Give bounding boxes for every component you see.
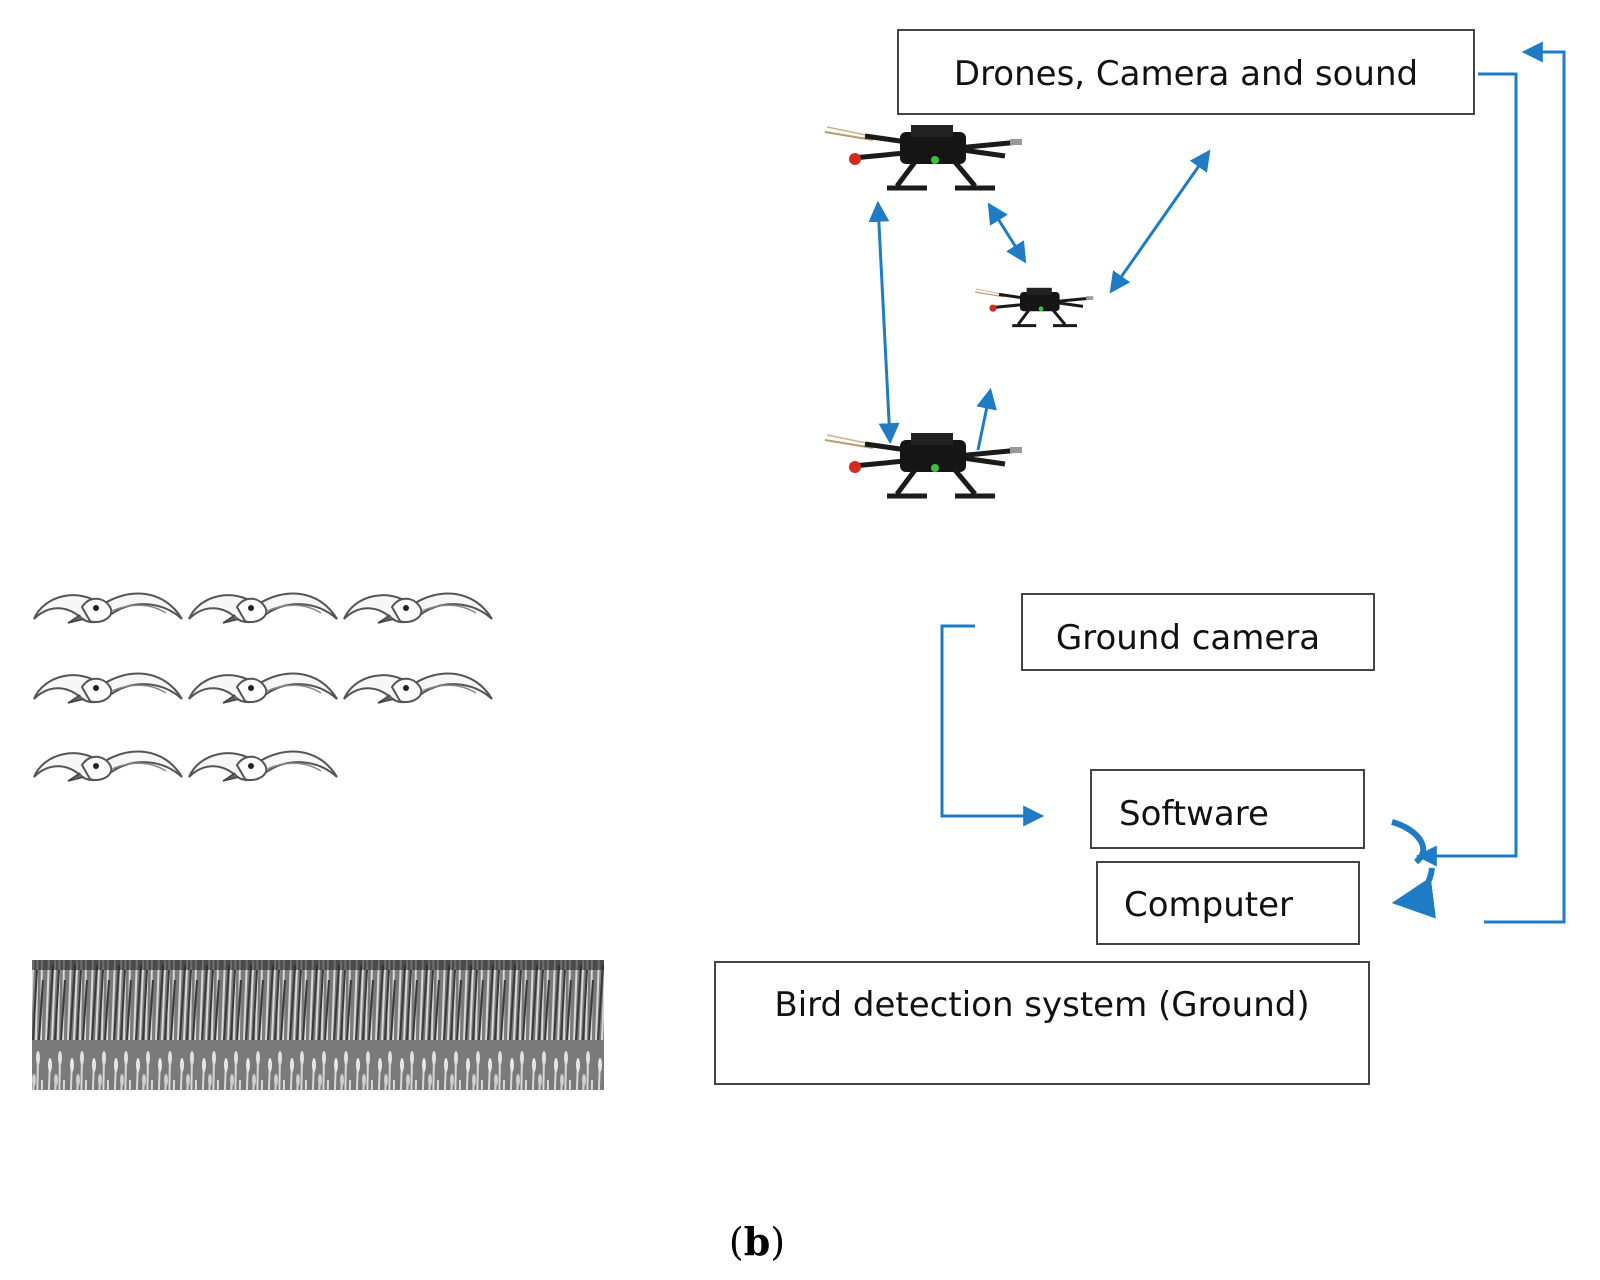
software-label: Software — [1119, 794, 1269, 834]
caption-letter: b — [744, 1219, 771, 1264]
computer-to-drones-arrow — [1484, 41, 1566, 924]
drones-to-software-arrow — [1415, 72, 1518, 867]
software-computer-exchange-arrow — [1391, 819, 1427, 865]
bird-icon — [188, 750, 338, 782]
drones-box — [897, 29, 1475, 115]
wheat-field-image — [32, 960, 604, 1090]
software-box — [1090, 769, 1365, 849]
drone-to-box-arrow — [1109, 149, 1211, 294]
ground-camera-box — [1021, 593, 1375, 671]
field-horizon — [32, 960, 604, 970]
drone-icon-middle — [973, 286, 1095, 328]
bird-icon — [33, 672, 183, 704]
computer-label: Computer — [1124, 885, 1293, 925]
caption-open: ( — [729, 1220, 744, 1264]
bird-icon — [188, 592, 338, 624]
drone-icon-bottom — [825, 433, 1022, 496]
drone-icon-top — [825, 125, 1022, 188]
caption: (b) — [729, 1219, 785, 1264]
drones-box-label: Drones, Camera and sound — [954, 54, 1418, 94]
caption-close: ) — [770, 1220, 785, 1264]
ground-camera-label: Ground camera — [1056, 618, 1320, 658]
camera-to-software-arrow — [940, 624, 1045, 827]
bird-detection-label: Bird detection system (Ground) — [774, 985, 1309, 1025]
drone-link-top-middle-arrow — [987, 202, 1027, 264]
bird-icon — [33, 592, 183, 624]
bird-icon — [343, 672, 493, 704]
computer-software-exchange-arrow — [1391, 867, 1436, 919]
bird-detection-box — [714, 961, 1370, 1085]
bird-icon — [343, 592, 493, 624]
drone-bottom-up-arrow — [976, 387, 997, 451]
computer-box — [1096, 861, 1360, 945]
bird-icon — [188, 672, 338, 704]
drone-link-top-bottom-arrow — [868, 200, 900, 445]
bird-icon — [33, 750, 183, 782]
